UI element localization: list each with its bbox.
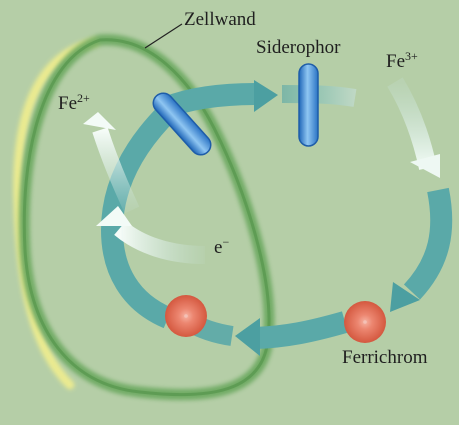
siderophore-free [298,63,319,147]
cycle-arrow-right-head [390,282,420,312]
fe2-release-arrow [92,127,140,214]
fe3-incoming-arrow-head [410,154,440,178]
ferrichrome-sphere-right [344,301,386,343]
fe3-incoming-arrow [387,77,437,170]
cycle-arrow-right [403,187,453,300]
fe2-release-arrow-head [83,112,116,130]
fe3-label: Fe3+ [386,50,418,71]
electron-arrow [114,220,206,264]
cycle-arrow-left [101,229,173,329]
ferrichrome-label: Ferrichrom [342,347,428,368]
fe2-label-base: Fe [58,93,77,114]
cycle-arrow-bottom-head [235,318,260,356]
cycle-arrow-top-tail [281,85,357,107]
cycle-arrow-bottom [254,311,349,349]
electron-label: e− [214,236,229,257]
ferrichrome-sphere-left [165,295,207,337]
fe2-label-charge: 2+ [77,91,90,105]
fe3-label-base: Fe [386,51,405,72]
cycle-arrow-top-head [254,80,278,112]
cell-wall-highlight [13,37,100,390]
fe3-label-charge: 3+ [405,49,418,63]
siderophore-on-wall [152,92,212,156]
cell-wall-label: Zellwand [184,9,256,30]
electron-arrow-head [96,206,132,226]
electron-label-charge: − [222,235,230,249]
fe2-label: Fe2+ [58,92,90,113]
cell-wall-inner [22,38,271,397]
electron-label-base: e [214,237,223,258]
cell-wall-leader-line [144,23,183,49]
siderophore-label: Siderophor [256,37,341,58]
